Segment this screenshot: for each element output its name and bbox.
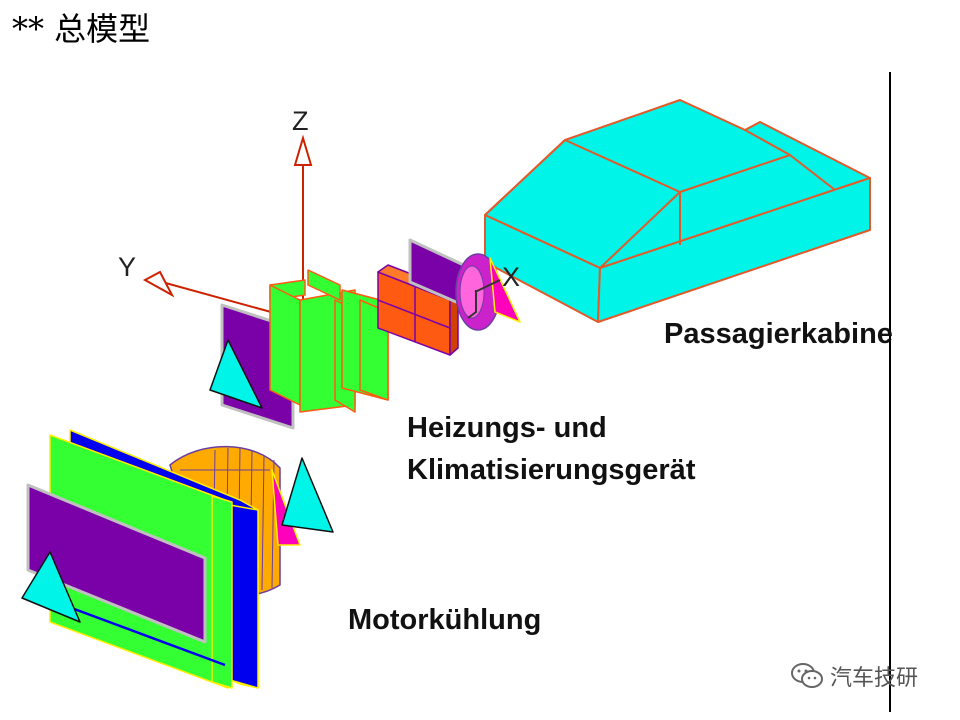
hvac-label-line2: Klimatisierungsgerät bbox=[407, 454, 696, 486]
passenger-cabin-shape bbox=[484, 99, 871, 323]
y-axis-label: Y bbox=[118, 252, 137, 282]
cabin-label: Passagierkabine bbox=[664, 318, 893, 350]
wechat-icon bbox=[791, 663, 823, 688]
hvac-unit-shape bbox=[209, 238, 521, 430]
x-axis bbox=[467, 279, 501, 319]
watermark-text: 汽车技研 bbox=[830, 666, 919, 691]
watermark: 汽车技研 bbox=[790, 660, 918, 692]
x-axis-label: X bbox=[502, 262, 521, 292]
hvac-label-line1: Heizungs- und bbox=[407, 412, 607, 444]
y-arrow-icon bbox=[142, 270, 175, 298]
z-arrow-icon bbox=[293, 134, 313, 166]
page-title: ** 总模型 bbox=[12, 10, 151, 48]
engine-cooling-shape bbox=[21, 429, 334, 689]
cooling-label: Motorkühlung bbox=[348, 604, 542, 636]
z-axis-label: Z bbox=[292, 106, 309, 136]
